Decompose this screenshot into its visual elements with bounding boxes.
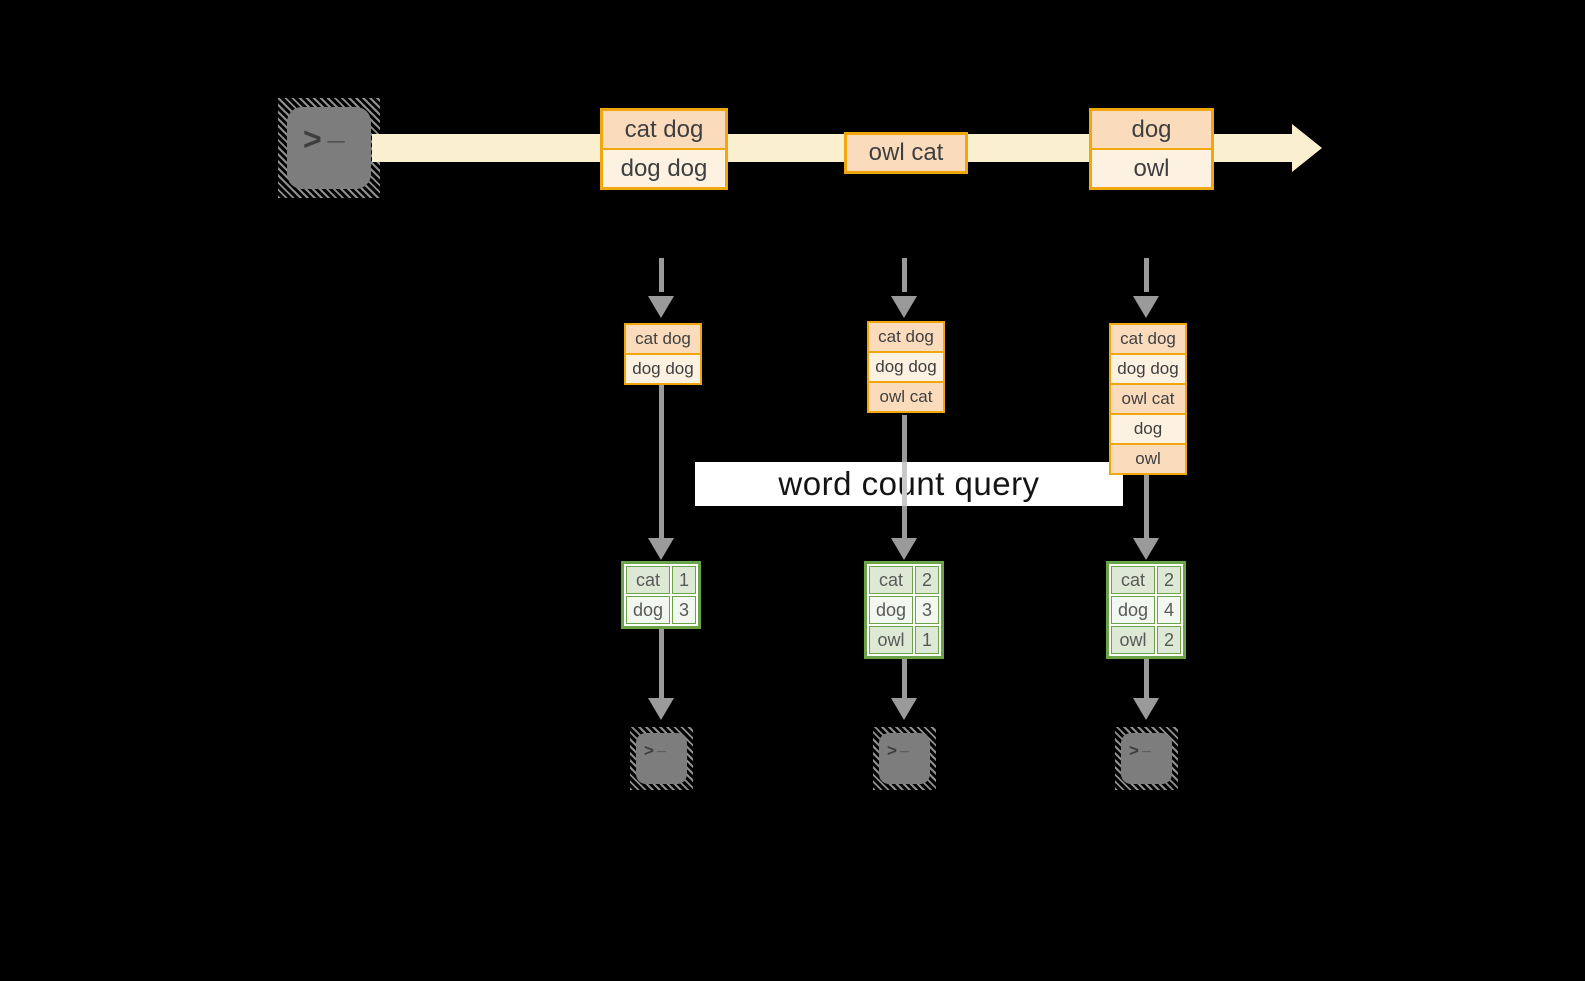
input-table-2: cat dog dog dog owl cat (867, 321, 945, 413)
result-table-3: cat 2 dog 4 owl 2 (1106, 561, 1186, 659)
output-arrowhead-2-icon (891, 698, 917, 720)
input-row: owl cat (869, 381, 943, 411)
query-arrow-2-overlay (902, 462, 907, 506)
result-row: owl 1 (869, 626, 939, 654)
stream-batch-3: dog owl (1089, 108, 1214, 190)
query-label-box: word count query (695, 462, 1123, 506)
result-count: 2 (1157, 626, 1181, 654)
stream-batch-2: owl cat (844, 132, 968, 174)
result-word: dog (626, 596, 670, 624)
result-row: cat 1 (626, 566, 696, 594)
result-row: dog 4 (1111, 596, 1181, 624)
input-row: owl (1111, 443, 1185, 473)
terminal-sink-3-icon: > _ (1115, 727, 1178, 790)
input-row: cat dog (1111, 325, 1185, 353)
stream-event: dog dog (603, 148, 725, 187)
result-count: 1 (672, 566, 696, 594)
result-row: dog 3 (869, 596, 939, 624)
input-row: cat dog (626, 325, 700, 353)
terminal-sink-1-icon: > _ (630, 727, 693, 790)
dashed-arrowhead-1-icon (648, 296, 674, 318)
result-word: cat (626, 566, 670, 594)
result-word: owl (1111, 626, 1155, 654)
result-count: 3 (672, 596, 696, 624)
output-arrow-1 (659, 629, 664, 698)
result-row: owl 2 (1111, 626, 1181, 654)
result-word: cat (1111, 566, 1155, 594)
result-count: 3 (915, 596, 939, 624)
stream-event: owl (1092, 148, 1211, 187)
stream-event: owl cat (847, 135, 965, 171)
terminal-prompt-glyph: > (1129, 741, 1139, 760)
stream-event: dog (1092, 111, 1211, 148)
result-count: 1 (915, 626, 939, 654)
dashed-arrowhead-2-icon (891, 296, 917, 318)
query-arrow-1 (659, 385, 664, 538)
result-count: 2 (915, 566, 939, 594)
terminal-screen: > _ (636, 733, 687, 784)
result-row: dog 3 (626, 596, 696, 624)
dashed-arrowhead-3-icon (1133, 296, 1159, 318)
stream-batch-1: cat dog dog dog (600, 108, 728, 190)
terminal-cursor-glyph: _ (1141, 737, 1151, 754)
result-word: dog (1111, 596, 1155, 624)
result-table-2: cat 2 dog 3 owl 1 (864, 561, 944, 659)
input-table-3: cat dog dog dog owl cat dog owl (1109, 323, 1187, 475)
query-label: word count query (778, 465, 1040, 502)
query-arrowhead-3-icon (1133, 538, 1159, 560)
terminal-sink-2-icon: > _ (873, 727, 936, 790)
result-count: 2 (1157, 566, 1181, 594)
dashed-arrow-3 (1144, 258, 1149, 292)
result-word: cat (869, 566, 913, 594)
input-row: dog dog (869, 351, 943, 381)
input-row: dog dog (626, 353, 700, 383)
query-arrow-3 (1144, 475, 1149, 538)
terminal-screen: > _ (1121, 733, 1172, 784)
input-row: dog (1111, 413, 1185, 443)
query-arrowhead-1-icon (648, 538, 674, 560)
stream-arrowhead-icon (1292, 124, 1322, 172)
terminal-cursor-glyph: _ (656, 737, 666, 754)
output-arrowhead-1-icon (648, 698, 674, 720)
output-arrowhead-3-icon (1133, 698, 1159, 720)
result-table-1: cat 1 dog 3 (621, 561, 701, 629)
terminal-prompt-glyph: > (303, 121, 322, 157)
result-count: 4 (1157, 596, 1181, 624)
input-row: dog dog (1111, 353, 1185, 383)
output-arrow-3 (1144, 659, 1149, 698)
terminal-screen: > _ (879, 733, 930, 784)
terminal-screen: > _ (287, 107, 371, 189)
result-row: cat 2 (1111, 566, 1181, 594)
terminal-prompt-glyph: > (887, 741, 897, 760)
input-row: cat dog (869, 323, 943, 351)
dashed-arrow-2 (902, 258, 907, 292)
terminal-source-icon: > _ (278, 98, 380, 198)
terminal-cursor-glyph: _ (899, 737, 909, 754)
result-row: cat 2 (869, 566, 939, 594)
terminal-prompt-glyph: > (644, 741, 654, 760)
result-word: owl (869, 626, 913, 654)
result-word: dog (869, 596, 913, 624)
terminal-cursor-glyph: _ (327, 113, 345, 146)
query-arrowhead-2-icon (891, 538, 917, 560)
stream-event: cat dog (603, 111, 725, 148)
dashed-arrow-1 (659, 258, 664, 292)
input-row: owl cat (1111, 383, 1185, 413)
input-table-1: cat dog dog dog (624, 323, 702, 385)
output-arrow-2 (902, 659, 907, 698)
